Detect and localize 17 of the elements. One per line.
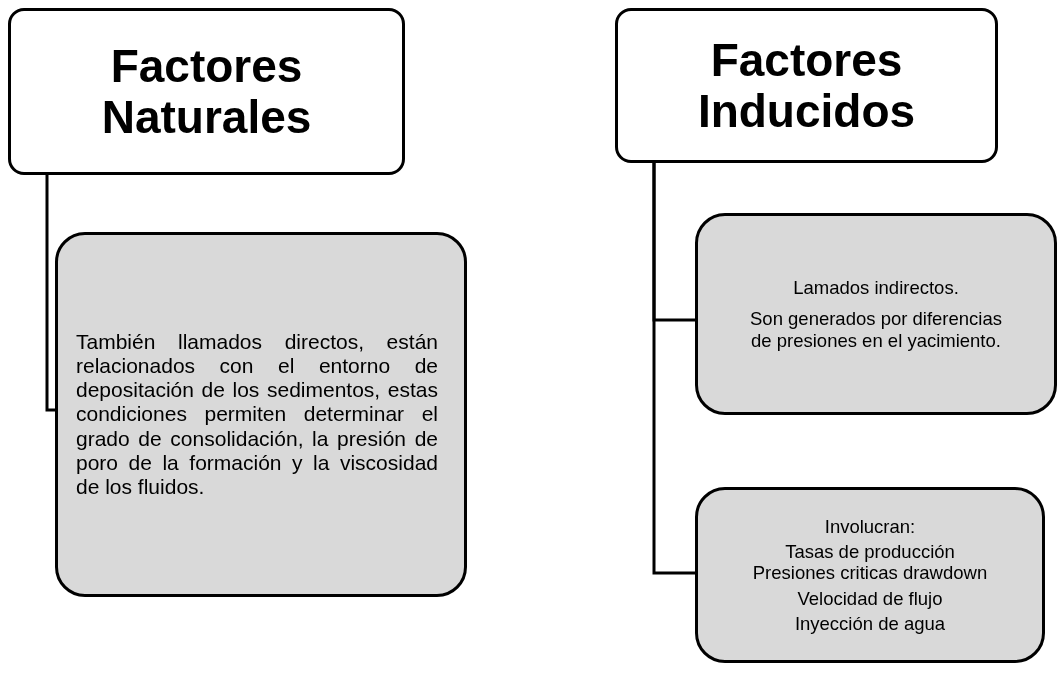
- title-box: [8, 8, 405, 175]
- node-text: Involucran:: [823, 515, 917, 538]
- node-text: Tasas de producción: [784, 541, 956, 563]
- node-text: Factores Naturales: [100, 40, 313, 143]
- node-text: Presiones criticas drawdown: [751, 562, 989, 584]
- node-text: Inyección de agua: [793, 612, 947, 635]
- connector-line: [652, 163, 695, 575]
- node-text: Factores Inducidos: [696, 34, 917, 137]
- connector-line: [45, 175, 55, 412]
- node-text: Velocidad de flujo: [796, 587, 944, 609]
- description-box: [695, 487, 1045, 663]
- node-text: También llamados directos, están relacionados con el entorno de depositación de los sedimentos, estas condiciones permiten determinar el grado de consolidación, la presión de poro de la formación y la viscosidad de los fluidos.: [76, 330, 438, 499]
- description-box: [55, 232, 467, 597]
- title-box: [615, 8, 998, 163]
- node-text: Son generados por diferencias de presiones en el yacimiento.: [749, 308, 1003, 351]
- description-box: [695, 213, 1057, 415]
- node-text: Lamados indirectos.: [792, 277, 960, 299]
